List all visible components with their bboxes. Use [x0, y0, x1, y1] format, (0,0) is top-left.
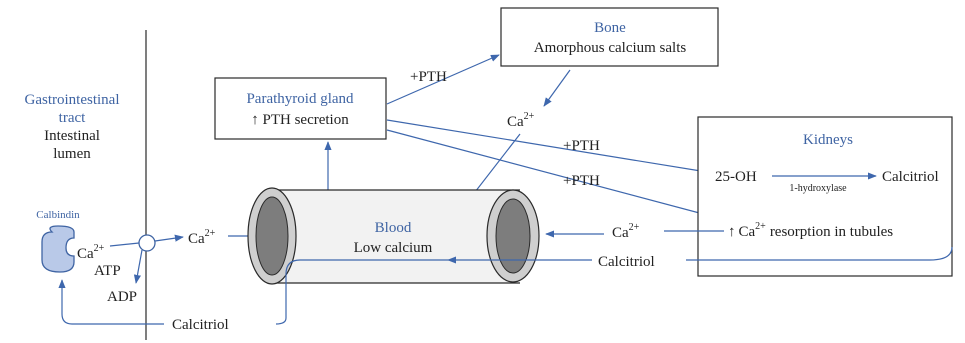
pump-to-ca-arrow	[155, 237, 183, 241]
pth-to-bone-label: +PTH	[410, 69, 447, 85]
bone-title: Bone	[594, 20, 626, 36]
blood-vessel-tube	[248, 188, 539, 284]
calbindin-label: Calbindin	[36, 209, 80, 221]
calcium-pump-circle	[139, 235, 155, 251]
gi-subtitle-line1: Intestinal	[44, 128, 100, 144]
calbindin-shape	[42, 226, 74, 272]
bone-to-ca-arrow	[544, 70, 570, 106]
bone-line2: Amorphous calcium salts	[534, 40, 687, 56]
gi-title-line2: tract	[59, 110, 86, 126]
calcitriol-gi-label: Calcitriol	[172, 317, 229, 333]
pth-to-kidney-label-2: +PTH	[563, 173, 600, 189]
parathyroid-title: Parathyroid gland	[246, 91, 354, 107]
kidney-precursor-label: 25-OH	[715, 169, 757, 185]
pump-to-adp-arrow	[136, 250, 142, 283]
ca-from-kidney-label: Ca2+	[612, 222, 640, 241]
ca-from-bone-label: Ca2+	[507, 111, 535, 130]
ca-to-pump-arrow	[110, 243, 139, 246]
ca-to-blood-label: Ca2+	[188, 228, 216, 247]
parathyroid-box	[215, 78, 386, 139]
pth-to-kidney-hydroxylase-arrow	[387, 120, 707, 172]
kidney-resorption-label: ↑Ca2+resorption in tubules	[728, 221, 893, 240]
blood-line2: Low calcium	[354, 240, 433, 256]
hydroxylase-enzyme-label: 1-hydroxylase	[789, 183, 847, 194]
atp-label: ATP	[94, 263, 121, 279]
pth-to-kidney-label-1: +PTH	[563, 138, 600, 154]
gi-subtitle-line2: lumen	[53, 146, 91, 162]
adp-label: ADP	[107, 289, 137, 305]
calbindin-ca: Ca2+	[77, 243, 105, 262]
kidney-calcitriol-product: Calcitriol	[882, 169, 939, 185]
bone-box	[501, 8, 718, 66]
kidneys-title: Kidneys	[803, 132, 853, 148]
blood-title: Blood	[375, 220, 412, 236]
calcitriol-kidney-label: Calcitriol	[598, 254, 655, 270]
gi-title-line1: Gastrointestinal	[25, 92, 120, 108]
parathyroid-line2: ↑ PTH secretion	[251, 112, 349, 128]
